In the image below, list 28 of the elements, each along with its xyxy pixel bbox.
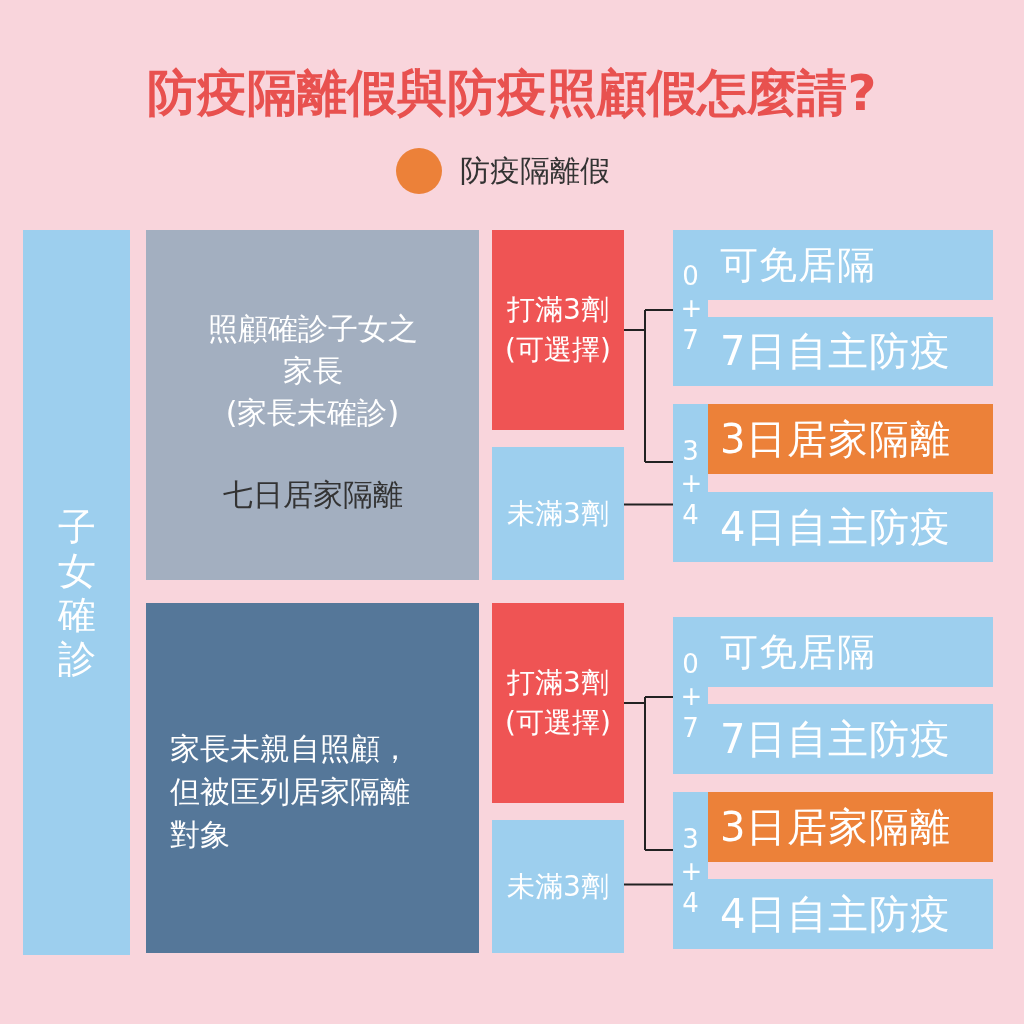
- legend-label: 防疫隔離假: [460, 152, 610, 190]
- option-group: [673, 792, 993, 949]
- box-text: (家長未確診): [224, 394, 401, 432]
- connector-line: [623, 503, 674, 506]
- option-box: 3日居家隔離: [708, 404, 993, 474]
- dose-box: 打滿3劑(可選擇): [492, 230, 624, 430]
- note-text: 七日居家隔離: [221, 476, 404, 514]
- box-text: 家長未親自照顧，但被匡列居家隔離對象: [170, 730, 411, 854]
- bracket-connector: [623, 309, 674, 463]
- dose-box: 未滿3劑: [492, 820, 624, 953]
- option-group: [673, 230, 993, 386]
- option-group: [673, 617, 993, 774]
- option-label: 0+7: [680, 260, 701, 356]
- box-text: 照顧確診子女之家長: [206, 310, 419, 390]
- option-label: 3+4: [680, 822, 701, 919]
- category-box: [146, 230, 479, 580]
- side-label: 子女確診: [56, 504, 97, 681]
- connector-line: [623, 883, 674, 886]
- category-box: [146, 603, 479, 953]
- option-label: 3+4: [680, 435, 701, 531]
- dose-box: 打滿3劑(可選擇): [492, 603, 624, 803]
- title: 防疫隔離假與防疫照顧假怎麼請?: [147, 64, 877, 122]
- option-box: 3日居家隔離: [708, 792, 993, 862]
- option-group: [673, 404, 993, 562]
- option-label: 0+7: [680, 647, 701, 744]
- bracket-connector: [623, 696, 674, 851]
- dose-box: 未滿3劑: [492, 447, 624, 580]
- side-bar: [23, 230, 130, 955]
